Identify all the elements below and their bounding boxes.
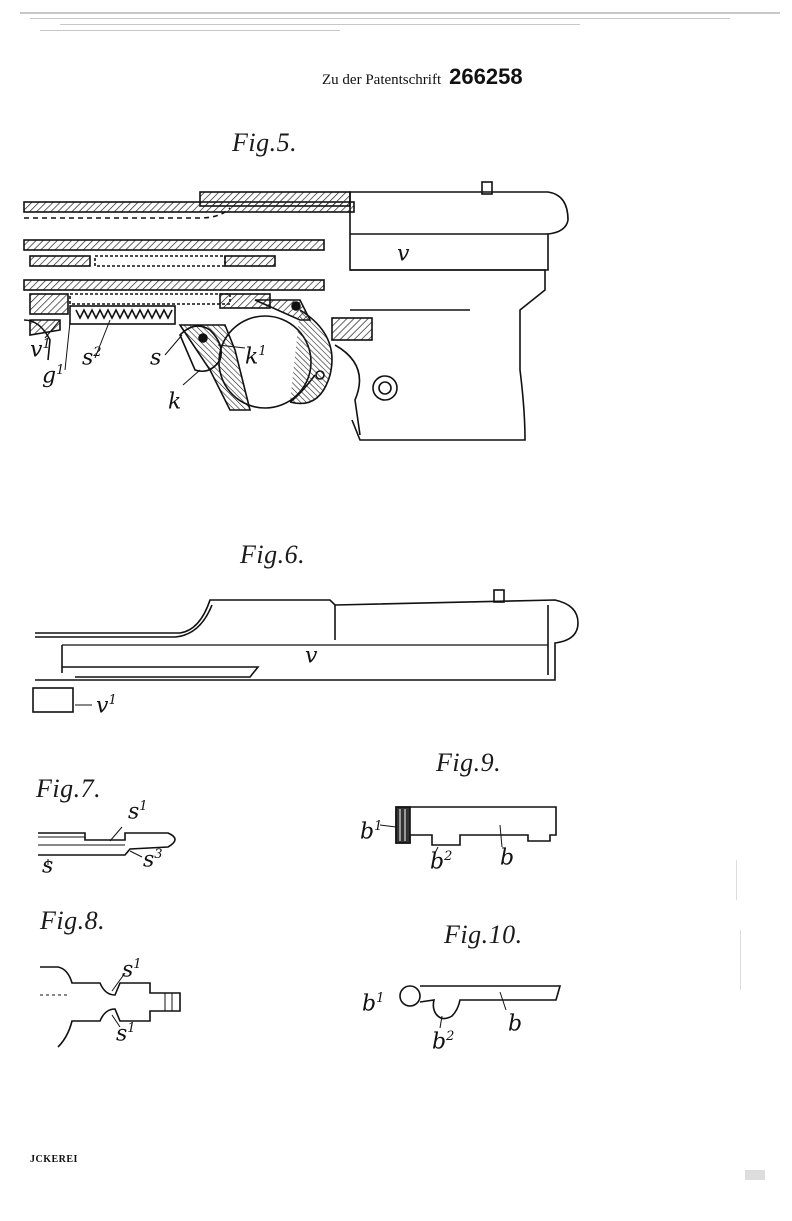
fig8-drawing [40,966,181,1048]
fig7-ref-s: s [42,853,54,879]
fig10-ref-b1: b1 [362,991,385,1017]
fig7-label: Fig.7. [36,774,102,803]
fig7-ref-s3: s3 [143,847,163,873]
fig6-drawing [32,589,579,713]
fig9-ref-b: b [500,845,515,871]
fig7-drawing [38,826,176,865]
fig10-ref-b: b [508,1011,523,1037]
fig9-ref-b2: b2 [430,849,453,875]
fig5-ref-s2: s2 [82,345,102,371]
patent-header: Zu der Patentschrift 266258 [322,64,523,90]
fig5-drawing [23,181,569,441]
fig10-drawing [399,985,562,1029]
fig5-ref-v: v [397,241,410,267]
fig5-label: Fig.5. [232,128,298,157]
fig6-label: Fig.6. [240,540,306,569]
fig6-ref-v: v [305,643,318,669]
fig10-label: Fig.10. [444,920,523,949]
fig6-ref-v1: v1 [96,693,117,719]
fig8-ref-s1-top: s1 [122,957,142,983]
fig10-ref-b2: b2 [432,1029,455,1055]
fig5-ref-s: s [150,345,162,371]
fig9-label: Fig.9. [436,748,502,777]
fig5-ref-g1: g1 [42,363,65,389]
fig5-ref-k: k [168,389,182,415]
fig7-ref-s1: s1 [128,799,148,825]
fig5-ref-v1: v1 [30,337,51,363]
fig8-label: Fig.8. [40,906,106,935]
patent-number: 266258 [449,64,523,89]
printer-imprint: JCKEREI [30,1154,78,1165]
fig9-drawing [379,806,557,856]
fig8-ref-s1-bottom: s1 [116,1021,136,1047]
fig9-ref-b1: b1 [360,819,383,845]
header-prefix: Zu der Patentschrift [322,72,442,88]
fig5-ref-k1: k1 [245,344,267,370]
